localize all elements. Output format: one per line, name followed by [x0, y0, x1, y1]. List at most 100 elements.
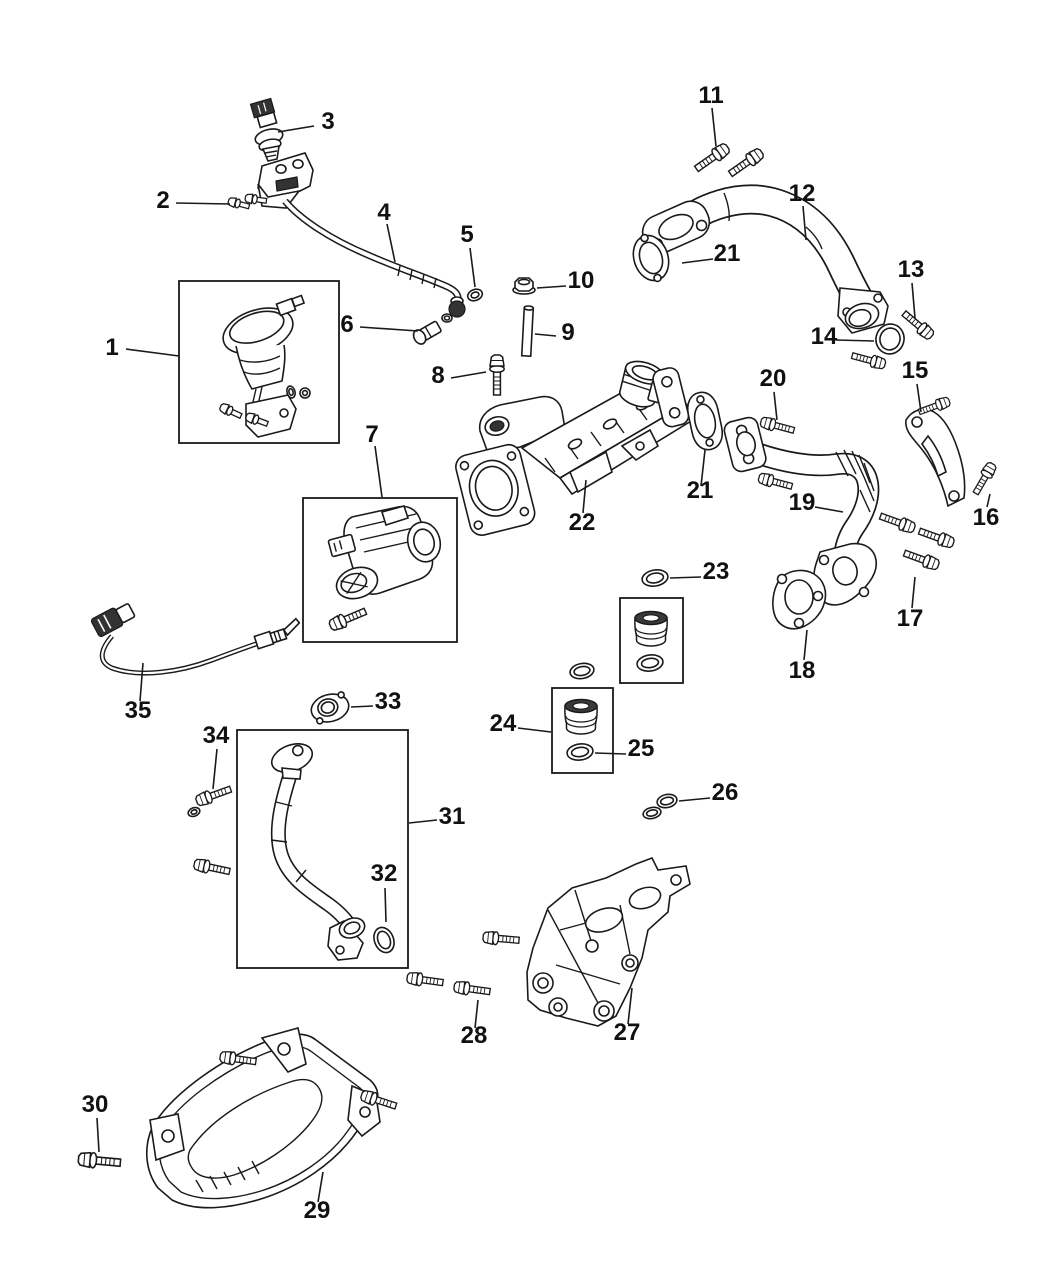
leader-10 — [536, 285, 567, 289]
leader-6 — [359, 326, 419, 332]
callout-15: 15 — [902, 357, 929, 384]
part-33-flange — [310, 691, 350, 725]
callout-18: 18 — [789, 657, 816, 684]
callout-20: 20 — [760, 365, 787, 392]
part-30-bolt — [77, 1150, 122, 1171]
part-10-nut — [512, 277, 536, 295]
callout-23: 23 — [703, 558, 730, 585]
leader-4 — [386, 223, 396, 263]
part-23-oring — [641, 569, 669, 587]
part-6-banjo-bolt — [412, 320, 442, 345]
callout-19: 19 — [789, 489, 816, 516]
callout-4: 4 — [377, 199, 391, 226]
leader-1 — [125, 348, 180, 357]
part-4-tube — [282, 198, 466, 323]
leader-2 — [175, 202, 231, 205]
leader-5 — [469, 247, 476, 288]
callout-26: 26 — [712, 779, 739, 806]
part-21-gasket-upper — [632, 233, 670, 283]
callout-21b: 21 — [687, 477, 714, 504]
part-21-gasket-lower — [687, 391, 723, 451]
leader-19 — [814, 506, 844, 513]
callout-5: 5 — [460, 221, 473, 248]
part-34-bolt-b — [192, 856, 232, 879]
callout-13: 13 — [898, 256, 925, 283]
leader-35 — [139, 662, 144, 702]
callout-1: 1 — [105, 334, 118, 361]
part-3-sensor — [249, 97, 284, 162]
leader-7 — [374, 445, 383, 498]
group-box-24-lower — [551, 687, 614, 774]
callout-27: 27 — [614, 1019, 641, 1046]
leader-28 — [474, 999, 479, 1029]
leader-8 — [450, 371, 487, 379]
leader-3 — [277, 125, 315, 133]
callout-35: 35 — [125, 697, 152, 724]
leader-30 — [96, 1117, 100, 1153]
leader-22 — [582, 479, 587, 514]
leader-26 — [678, 797, 711, 802]
callout-33: 33 — [375, 688, 402, 715]
group-box-31 — [236, 729, 409, 969]
callout-21a: 21 — [714, 240, 741, 267]
leader-15 — [916, 383, 922, 413]
leader-18 — [803, 629, 808, 661]
leader-32 — [384, 887, 387, 923]
part-24-plug-upper — [634, 610, 668, 647]
leader-13 — [911, 282, 916, 319]
callout-6: 6 — [340, 311, 353, 338]
part-13-bolt — [899, 307, 937, 343]
callout-11: 11 — [698, 82, 723, 109]
part-31-pipe — [270, 743, 366, 961]
part-26-oring-a — [656, 793, 678, 809]
part-18-gasket — [772, 569, 827, 630]
leader-29 — [317, 1171, 324, 1203]
part-9-tube — [520, 305, 535, 358]
leader-21a — [681, 258, 714, 264]
leader-16 — [986, 493, 991, 508]
part-16-bolt — [969, 460, 999, 498]
callout-10: 10 — [568, 267, 595, 294]
leader-27 — [627, 987, 633, 1025]
leader-24 — [517, 727, 552, 733]
part-17-bolt-b — [916, 524, 957, 551]
part-17-bolt-a — [877, 509, 918, 536]
callout-12: 12 — [789, 180, 816, 207]
callout-3: 3 — [321, 108, 334, 135]
leader-25 — [594, 752, 627, 755]
part-29-heat-shield — [146, 1027, 381, 1209]
leader-17 — [911, 576, 916, 609]
part-26-oring-b — [642, 806, 662, 820]
bolt-below-14 — [849, 349, 888, 371]
oring-in-upper-box — [636, 654, 664, 672]
group-box-7 — [302, 497, 458, 643]
callout-29: 29 — [304, 1197, 331, 1224]
callout-31: 31 — [439, 803, 466, 830]
part-11-bolt-b — [725, 145, 767, 181]
callout-34: 34 — [203, 722, 230, 749]
part-34-washer — [187, 806, 201, 818]
leader-9 — [534, 333, 557, 337]
part-7-pump — [326, 505, 442, 634]
leader-34 — [212, 748, 218, 790]
oring-left-of-upper-box — [569, 662, 595, 680]
callout-17: 17 — [897, 605, 924, 632]
leader-11 — [711, 107, 717, 147]
leader-21b — [700, 449, 706, 487]
part-35-sensor-cable — [90, 603, 301, 676]
callout-2: 2 — [156, 187, 169, 214]
leader-20 — [773, 391, 778, 421]
leader-14 — [835, 339, 875, 342]
group-box-24-upper — [619, 597, 684, 684]
part-11-bolt-a — [691, 140, 733, 176]
part-19-flex-pipe — [723, 416, 880, 606]
callout-16: 16 — [973, 504, 1000, 531]
callout-30: 30 — [82, 1091, 109, 1118]
part-25-oring — [566, 743, 594, 761]
callout-22: 22 — [569, 509, 596, 536]
part-17-bolt-c — [901, 546, 942, 573]
part-5-oring — [466, 288, 484, 302]
group-box-1 — [178, 280, 340, 444]
